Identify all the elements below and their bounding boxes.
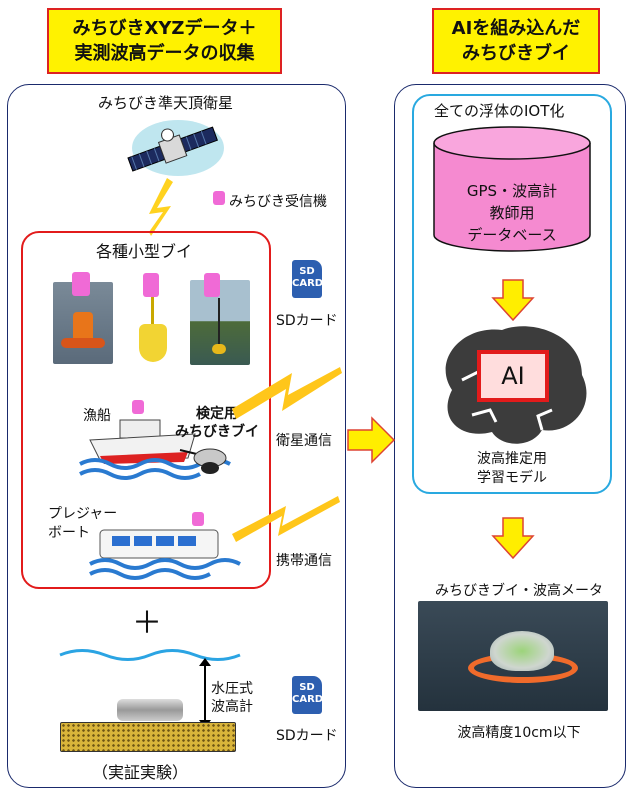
accuracy-label: 波高精度10cm以下 (457, 725, 581, 741)
database-label-line1: GPS・波高計 (466, 182, 558, 200)
right-panel (394, 84, 626, 788)
experiment-label: （実証実験） (92, 763, 189, 782)
buoy-sea-photo (418, 601, 608, 711)
iot-frame (412, 94, 612, 494)
database-label-line3: データベース (467, 226, 557, 244)
pleasure-boat-icon (89, 529, 241, 580)
receiver-label: みちびき受信機 (229, 194, 327, 210)
database-label: GPS・波高計 教師用 データベース (432, 180, 592, 246)
pressure-gauge-label: 水圧式 波高計 (211, 680, 253, 716)
right-title-box: AIを組み込んだ みちびきブイ (432, 8, 600, 74)
mobile-comm-label: 携帯通信 (276, 553, 332, 569)
satellite-signal-bolt (149, 178, 173, 236)
seabed-sand (60, 722, 236, 752)
pleasure-boat-label-line2: ボート (48, 525, 90, 541)
left-title-line1: みちびきXYZデータ＋ (72, 18, 257, 39)
satellite-icon (127, 120, 224, 176)
left-panel (7, 84, 346, 788)
receiver-marker-pleasure (192, 512, 204, 526)
plus-sign: ＋ (132, 606, 162, 641)
buoy-group-label: 各種小型ブイ (96, 242, 193, 261)
model-label-line2: 学習モデル (477, 470, 547, 486)
right-title-line2: みちびきブイ (462, 43, 570, 64)
left-title-line2: 実測波高データの収集 (74, 43, 255, 64)
inspection-buoy-label: 検定用 みちびきブイ (175, 405, 259, 441)
buoy-group-frame (21, 231, 271, 589)
receiver-marker-1 (72, 272, 90, 296)
satellite-label: みちびき準天頂衛星 (98, 94, 234, 112)
database-cylinder (433, 126, 591, 252)
height-arrow (199, 658, 211, 728)
down-arrow-1 (491, 279, 535, 322)
sd-label-top: SDカード (276, 313, 338, 329)
sd-card-icon-bottom: SD CARD (292, 676, 323, 714)
sd-card-icon-top: SD CARD (292, 260, 323, 298)
satellite-comm-label: 衛星通信 (276, 433, 332, 449)
model-label-line1: 波高推定用 (477, 451, 547, 467)
receiver-marker-3 (204, 273, 220, 297)
receiver-marker-2 (143, 273, 159, 297)
buoy-meter-label: みちびきブイ・波高メータ (435, 583, 603, 599)
satellite-comm-bolt (232, 367, 342, 419)
left-title-box: みちびきXYZデータ＋ 実測波高データの収集 (47, 8, 282, 74)
down-arrow-2 (491, 517, 535, 560)
fishing-boat-icon (79, 419, 231, 480)
receiver-icon (213, 191, 225, 205)
mobile-comm-bolt (232, 496, 340, 542)
ai-box: AI (477, 350, 549, 402)
iot-label: 全ての浮体のIOT化 (434, 102, 565, 120)
right-title-line1: AIを組み込んだ (451, 18, 581, 39)
pleasure-boat-label-line1: プレジャー (48, 506, 118, 522)
main-flow-arrow (347, 416, 396, 464)
pressure-gauge-label-line2: 波高計 (211, 699, 253, 715)
ai-label: AI (501, 362, 525, 390)
inspection-buoy-icon (193, 448, 227, 474)
pressure-gauge-icon (117, 699, 183, 721)
pleasure-boat-label: プレジャー ボート (48, 505, 117, 543)
database-label-line2: 教師用 (489, 204, 535, 222)
inspection-buoy-label-line1: 検定用 (196, 406, 238, 422)
pressure-gauge-label-line1: 水圧式 (211, 681, 253, 697)
receiver-marker-boat (132, 400, 144, 414)
water-surface-line (59, 649, 241, 661)
model-label: 波高推定用 学習モデル (412, 450, 612, 488)
inspection-buoy-label-line2: みちびきブイ (175, 424, 259, 440)
buoy-photo-field (190, 280, 250, 365)
sd-label-bottom: SDカード (276, 728, 338, 744)
fishing-boat-label: 漁船 (83, 408, 111, 424)
